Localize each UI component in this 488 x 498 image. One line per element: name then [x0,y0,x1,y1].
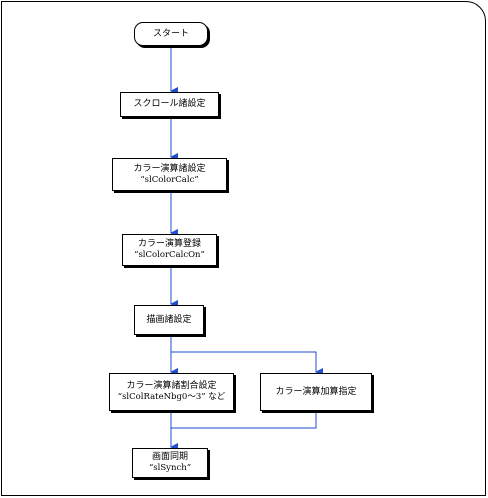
screen-sync-label: 画面同期 [151,452,188,462]
draw-settings-node: 描画諸設定 [134,305,204,335]
color-calc-on-label: カラー演算登録 [137,239,201,249]
color-calc-on-function: “slColorCalcOn” [134,250,205,260]
edge-additive-to-sync [171,411,317,429]
start-label: スタート [152,28,189,39]
color-additive-node: カラー演算加算指定 [260,373,372,411]
color-additive-label: カラー演算加算指定 [275,386,357,397]
edge-draw-to-additive [171,351,323,376]
draw-settings-label: 描画諸設定 [146,314,192,325]
screen-sync-node: 画面同期 “slSynch” [132,448,208,478]
color-calc-on-node: カラー演算登録 “slColorCalcOn” [122,234,217,266]
color-calc-label: カラー演算諸設定 [133,163,206,174]
start-node: スタート [134,22,208,46]
color-calc-function: “slColorCalc” [140,174,199,185]
screen-sync-function: “slSynch” [148,463,192,473]
color-ratio-label: カラー演算諸割合設定 [126,381,217,391]
color-calc-node: カラー演算諸設定 “slColorCalc” [112,158,227,191]
scroll-settings-node: スクロール諸設定 [120,92,219,117]
scroll-settings-label: スクロール諸設定 [133,99,206,109]
color-ratio-function: “slColRateNbg0〜3” など [117,392,226,402]
color-ratio-node: カラー演算諸割合設定 “slColRateNbg0〜3” など [109,373,234,411]
